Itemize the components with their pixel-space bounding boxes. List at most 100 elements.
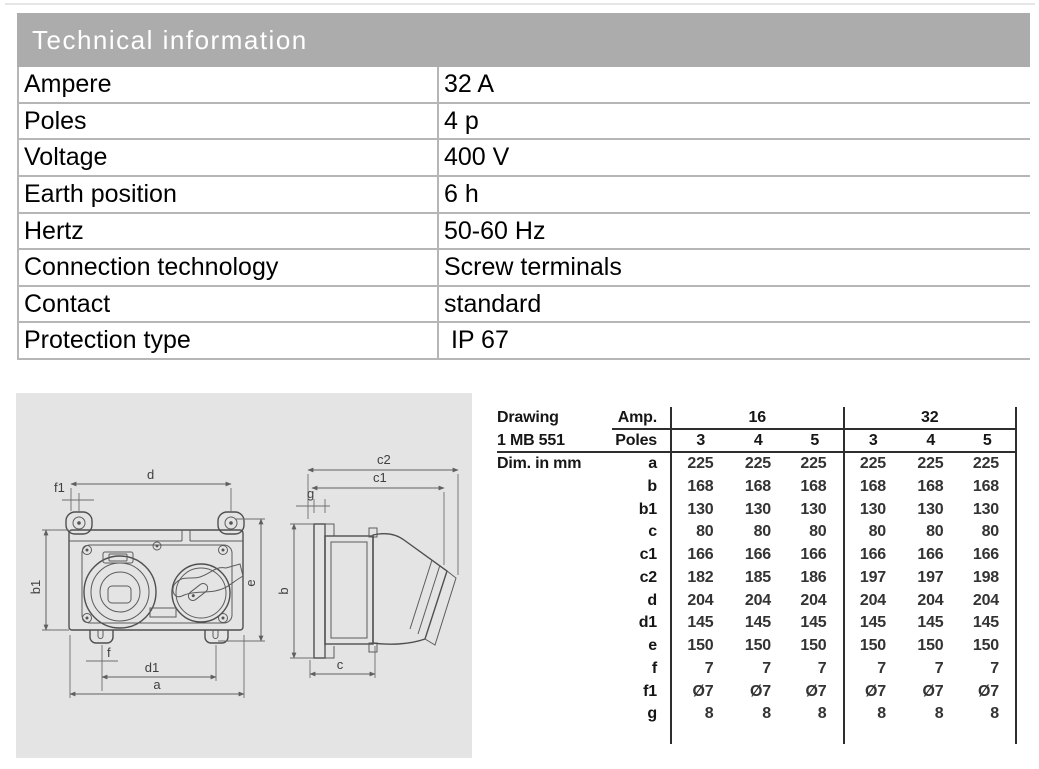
dim-cell: 204 <box>917 591 944 609</box>
dim-cell: 150 <box>917 637 944 654</box>
technical-drawing: d f1 b1 e f d1 a <box>28 452 459 698</box>
dim-cell: 145 <box>917 614 944 632</box>
dim-cell: 166 <box>787 544 845 567</box>
dim-cell: 8 <box>877 705 886 723</box>
label-plate <box>149 607 177 618</box>
amp-group-16: 16 <box>672 407 845 430</box>
dim-cell: 204 <box>787 589 845 613</box>
mounting-ear-top-right <box>217 511 245 535</box>
dim-cell: 80 <box>753 523 772 541</box>
dim-label-d1: d1 <box>145 660 159 675</box>
dim-cell: 130 <box>744 500 771 518</box>
drawing-label: Drawing <box>497 409 559 426</box>
dim-cell: 150 <box>744 637 771 654</box>
dim-label-b1: b1 <box>28 580 43 594</box>
dim-cell: 7 <box>787 657 845 681</box>
dim-key: e <box>612 635 672 658</box>
dim-cell: 168 <box>787 475 845 499</box>
spec-value: 32 A <box>439 67 1030 104</box>
interlock-switch <box>171 563 244 623</box>
dim-cell: 80 <box>696 523 714 541</box>
dim-rule-spacer <box>845 726 1017 744</box>
dim-cell: 204 <box>687 591 714 609</box>
dim-cell: 7 <box>704 659 714 677</box>
dim-cell <box>497 703 612 726</box>
drawing-number: 1 MB 551 <box>497 430 612 453</box>
dim-rule-spacer <box>672 726 845 744</box>
lid-seam <box>69 530 243 542</box>
dim-key: d1 <box>612 612 672 635</box>
dim-cell: Ø7 <box>865 682 886 700</box>
page-top-rule <box>5 3 1035 5</box>
dim-cell <box>497 567 612 590</box>
socket-outlet <box>83 551 157 629</box>
spec-label: Connection technology <box>19 250 439 287</box>
amp-label: Amp. <box>612 407 672 430</box>
spec-value: IP 67 <box>439 323 1030 360</box>
dim-cell: 166 <box>687 546 714 563</box>
angled-socket-housing <box>372 532 448 645</box>
dim-cell: 80 <box>787 521 845 544</box>
dim-cell: 166 <box>859 546 886 563</box>
dim-cell: 204 <box>960 589 1017 613</box>
dim-key: c <box>612 521 672 544</box>
spec-value: 4 p <box>439 104 1030 141</box>
dim-label-c: c <box>337 657 344 672</box>
socket-window <box>107 585 132 604</box>
spec-label: Hertz <box>19 213 439 251</box>
dim-cell: 204 <box>859 591 886 609</box>
dim-cell: 197 <box>917 568 944 586</box>
dim-cell: 150 <box>787 635 845 658</box>
dim-cell: 145 <box>787 612 845 635</box>
dim-key: g <box>612 703 672 726</box>
dim-cell: 204 <box>744 591 771 609</box>
dim-cell: 150 <box>687 637 714 654</box>
dim-label-f: f <box>107 645 111 660</box>
dim-cell: 166 <box>917 546 944 563</box>
dim-label-d: d <box>147 467 154 482</box>
dim-cell: 130 <box>787 498 845 522</box>
switch-knob <box>187 582 209 602</box>
dim-cell: 8 <box>787 703 845 726</box>
poles-header: 5 <box>787 430 845 453</box>
dim-cell: 7 <box>934 659 944 677</box>
socket-lid-tab <box>102 551 134 564</box>
mounting-foot-left <box>89 630 114 644</box>
dim-cell: 8 <box>762 705 771 723</box>
dim-cell: 145 <box>744 614 771 632</box>
dim-cell: 145 <box>687 614 714 632</box>
dim-label-e: e <box>243 579 258 586</box>
amp-group-32: 32 <box>844 407 1017 430</box>
dim-cell: 130 <box>917 500 944 518</box>
dim-cell: Ø7 <box>787 680 845 704</box>
dim-cell: 225 <box>859 455 886 472</box>
dim-cell: 80 <box>868 523 887 541</box>
dim-cell: 185 <box>744 568 771 586</box>
dim-label-f1: f1 <box>54 480 65 495</box>
dim-cell <box>497 499 612 522</box>
dim-cell: 197 <box>859 568 886 586</box>
dim-cell: 168 <box>859 477 886 495</box>
dim-cell <box>497 476 612 499</box>
page-title: Technical information <box>32 25 308 55</box>
dim-cell: Ø7 <box>692 682 714 700</box>
spec-value: Screw terminals <box>439 250 1030 287</box>
dim-cell: 225 <box>687 455 714 472</box>
dim-cell <box>497 635 612 658</box>
dim-cell <box>497 521 612 544</box>
dim-key: a <box>612 453 672 476</box>
dim-key: f <box>612 657 672 681</box>
dim-cell: 8 <box>704 705 714 723</box>
dim-cell: 130 <box>960 498 1017 522</box>
dim-cell <box>497 658 612 681</box>
technical-drawing-panel: d f1 b1 e f d1 a <box>16 393 472 758</box>
dim-key: c1 <box>612 544 672 567</box>
dim-key: d <box>612 589 672 613</box>
dim-cell: 225 <box>744 455 771 472</box>
dim-cell: 198 <box>960 566 1017 590</box>
spec-label: Voltage <box>19 140 439 177</box>
spec-value: 50-60 Hz <box>439 214 1030 251</box>
dim-cell: 130 <box>687 500 714 518</box>
technical-information-header: Technical information <box>17 13 1030 67</box>
